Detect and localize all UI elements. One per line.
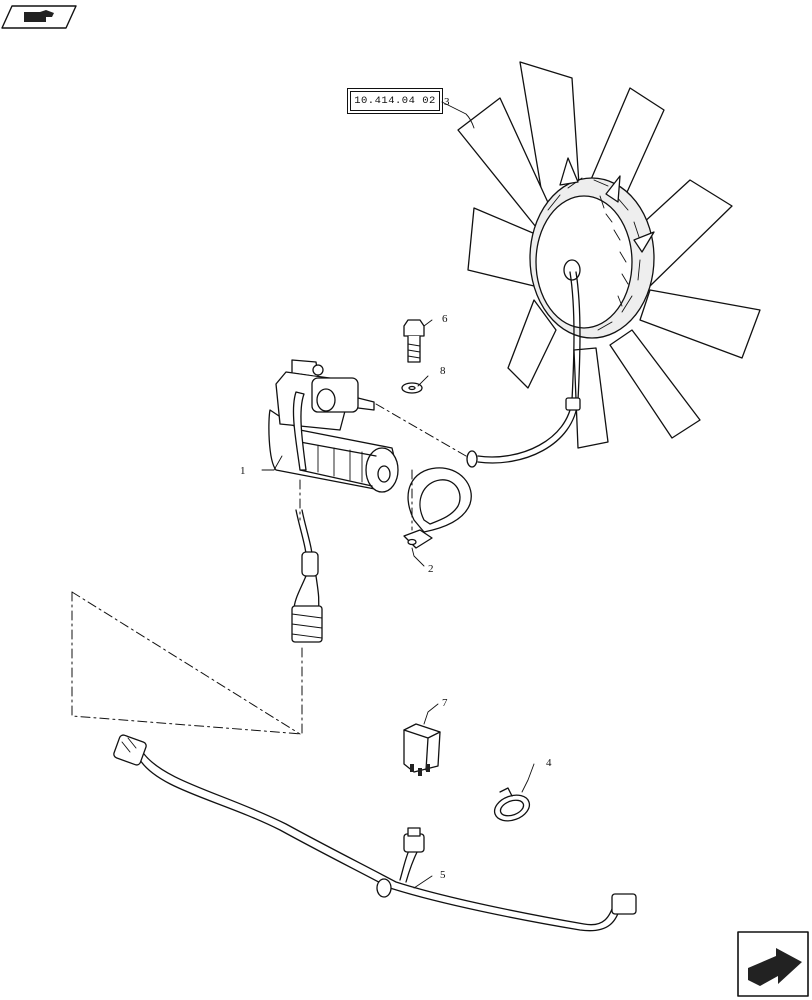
callout-5: 5 [440,869,446,881]
fan-sensor-cable [466,271,581,468]
reference-box[interactable]: 10.414.04 02 [347,88,443,114]
motor-assembly [71,359,399,737]
callout-1: 1 [240,465,246,477]
callout-4: 4 [546,757,552,769]
callout-2: 2 [428,563,434,575]
hand-pointing-icon[interactable] [1,5,77,29]
callout-3: 3 [444,96,450,108]
p-clamp [403,467,472,549]
relay [403,723,441,776]
callout-7: 7 [442,697,448,709]
fan-clutch [529,157,655,339]
callout-6: 6 [442,313,448,325]
washer [401,382,423,394]
wiring-harness [113,734,637,932]
fan-assembly [457,61,761,468]
bolt [403,319,425,363]
callout-8: 8 [440,365,446,377]
hose-clamp [493,787,531,822]
next-page-arrow-icon[interactable] [737,931,809,997]
